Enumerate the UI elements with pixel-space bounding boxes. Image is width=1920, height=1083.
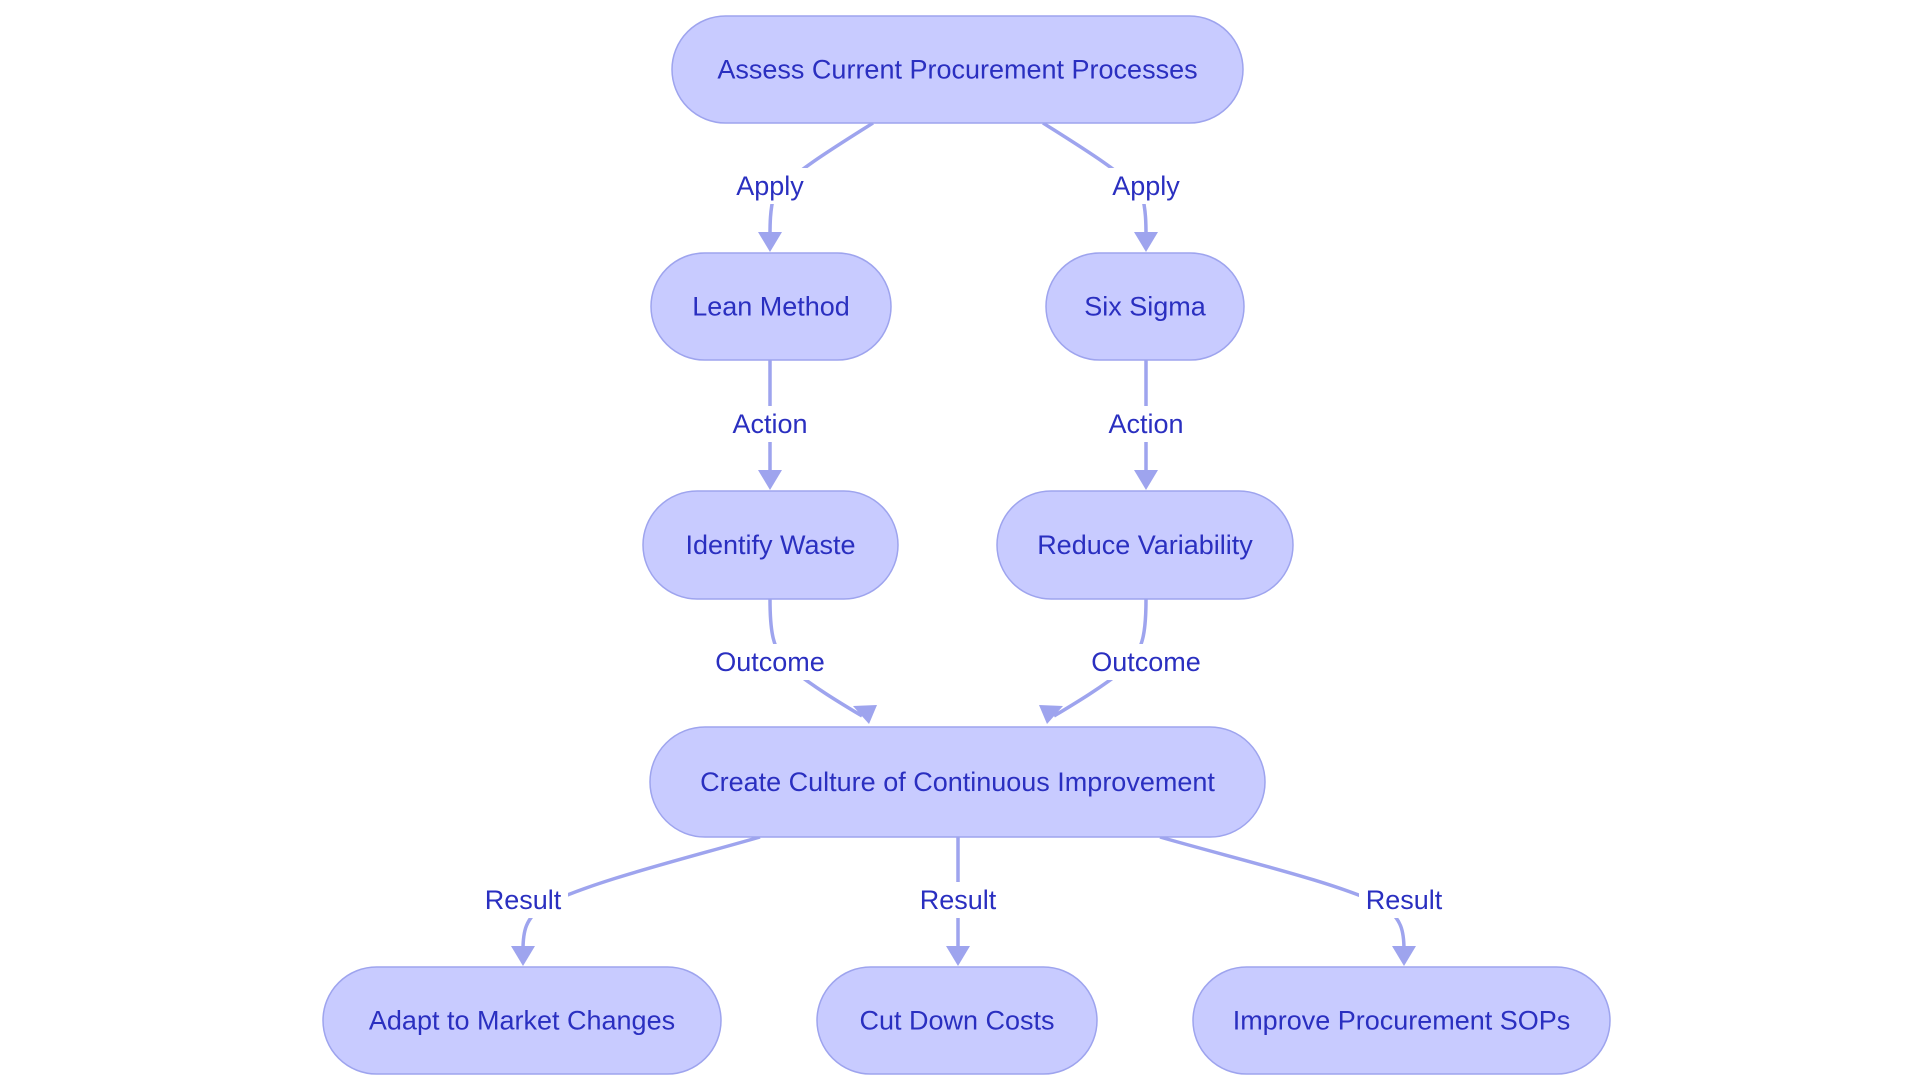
node-six-sigma: Six Sigma	[1045, 252, 1245, 361]
node-label: Adapt to Market Changes	[369, 1006, 675, 1036]
node-label: Cut Down Costs	[859, 1006, 1054, 1036]
node-label: Assess Current Procurement Processes	[717, 55, 1197, 85]
edge-waste-to-culture: Outcome	[710, 598, 877, 724]
edge-culture-to-adapt: Result	[478, 835, 761, 966]
node-lean-method: Lean Method	[650, 252, 892, 361]
edge-label-action-left: Action	[732, 409, 807, 439]
node-label: Identify Waste	[685, 530, 855, 560]
edge-label-apply-left: Apply	[736, 171, 804, 201]
node-assess-current-procurement-processes: Assess Current Procurement Processes	[671, 15, 1244, 124]
node-adapt-to-market-changes: Adapt to Market Changes	[322, 966, 722, 1075]
node-create-culture-of-continuous-improvement: Create Culture of Continuous Improvement	[649, 726, 1266, 838]
edge-variability-to-culture: Outcome	[1039, 598, 1206, 724]
node-cut-down-costs: Cut Down Costs	[816, 966, 1098, 1075]
edge-label-outcome-left: Outcome	[715, 647, 825, 677]
node-reduce-variability: Reduce Variability	[996, 490, 1294, 600]
node-identify-waste: Identify Waste	[642, 490, 899, 600]
edge-culture-to-costs: Result	[913, 837, 1003, 966]
node-improve-procurement-sops: Improve Procurement SOPs	[1192, 966, 1611, 1075]
node-label: Create Culture of Continuous Improvement	[700, 767, 1215, 797]
edge-culture-to-sops: Result	[1159, 835, 1449, 966]
node-label: Improve Procurement SOPs	[1233, 1006, 1571, 1036]
edge-label-outcome-right: Outcome	[1091, 647, 1201, 677]
edge-lean-to-waste: Action	[726, 360, 814, 490]
edge-label-result-left: Result	[485, 885, 562, 915]
edge-assess-to-lean: Apply	[732, 121, 874, 252]
edge-label-apply-right: Apply	[1112, 171, 1180, 201]
edge-label-action-right: Action	[1108, 409, 1183, 439]
edge-sigma-to-variability: Action	[1102, 360, 1190, 490]
node-label: Lean Method	[692, 292, 850, 322]
edge-label-result-right: Result	[1366, 885, 1443, 915]
node-label: Six Sigma	[1084, 292, 1207, 322]
edge-label-result-center: Result	[920, 885, 997, 915]
edge-assess-to-sigma: Apply	[1042, 121, 1184, 252]
node-label: Reduce Variability	[1037, 530, 1253, 560]
